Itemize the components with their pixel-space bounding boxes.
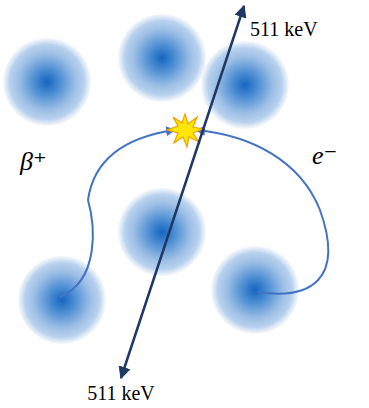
atom (211, 246, 299, 334)
photon-energy: 511 keV (250, 18, 318, 40)
positron-path (60, 130, 175, 297)
annihilation-burst (167, 114, 203, 147)
particle-symbol: β⁺ (20, 148, 47, 177)
gamma-ray-line (121, 6, 244, 378)
atom (118, 188, 206, 276)
photon-energy: 511 keV (87, 382, 155, 404)
atom (18, 256, 106, 344)
electron-path (196, 130, 328, 294)
atom (3, 38, 91, 126)
atom (118, 14, 206, 102)
atom (201, 41, 289, 129)
particle-symbol: e⁻ (312, 142, 337, 171)
